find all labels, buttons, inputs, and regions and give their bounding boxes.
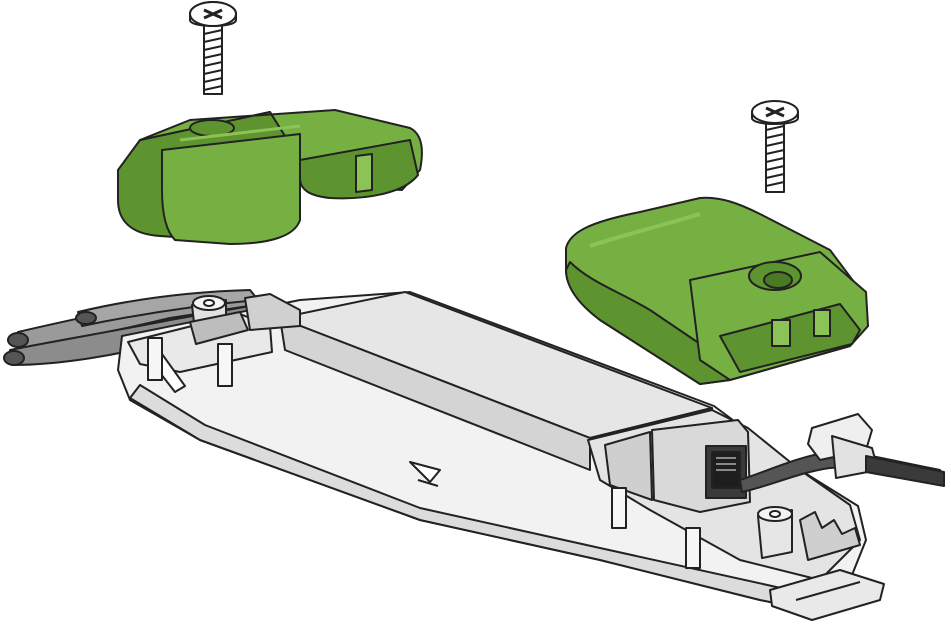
end-cap-right xyxy=(565,196,869,385)
screw-right xyxy=(751,100,799,193)
end-cap-left xyxy=(117,109,423,245)
housing xyxy=(117,291,885,621)
screw-left xyxy=(189,1,237,95)
cable-right xyxy=(739,413,945,493)
rj-jack xyxy=(651,419,751,513)
